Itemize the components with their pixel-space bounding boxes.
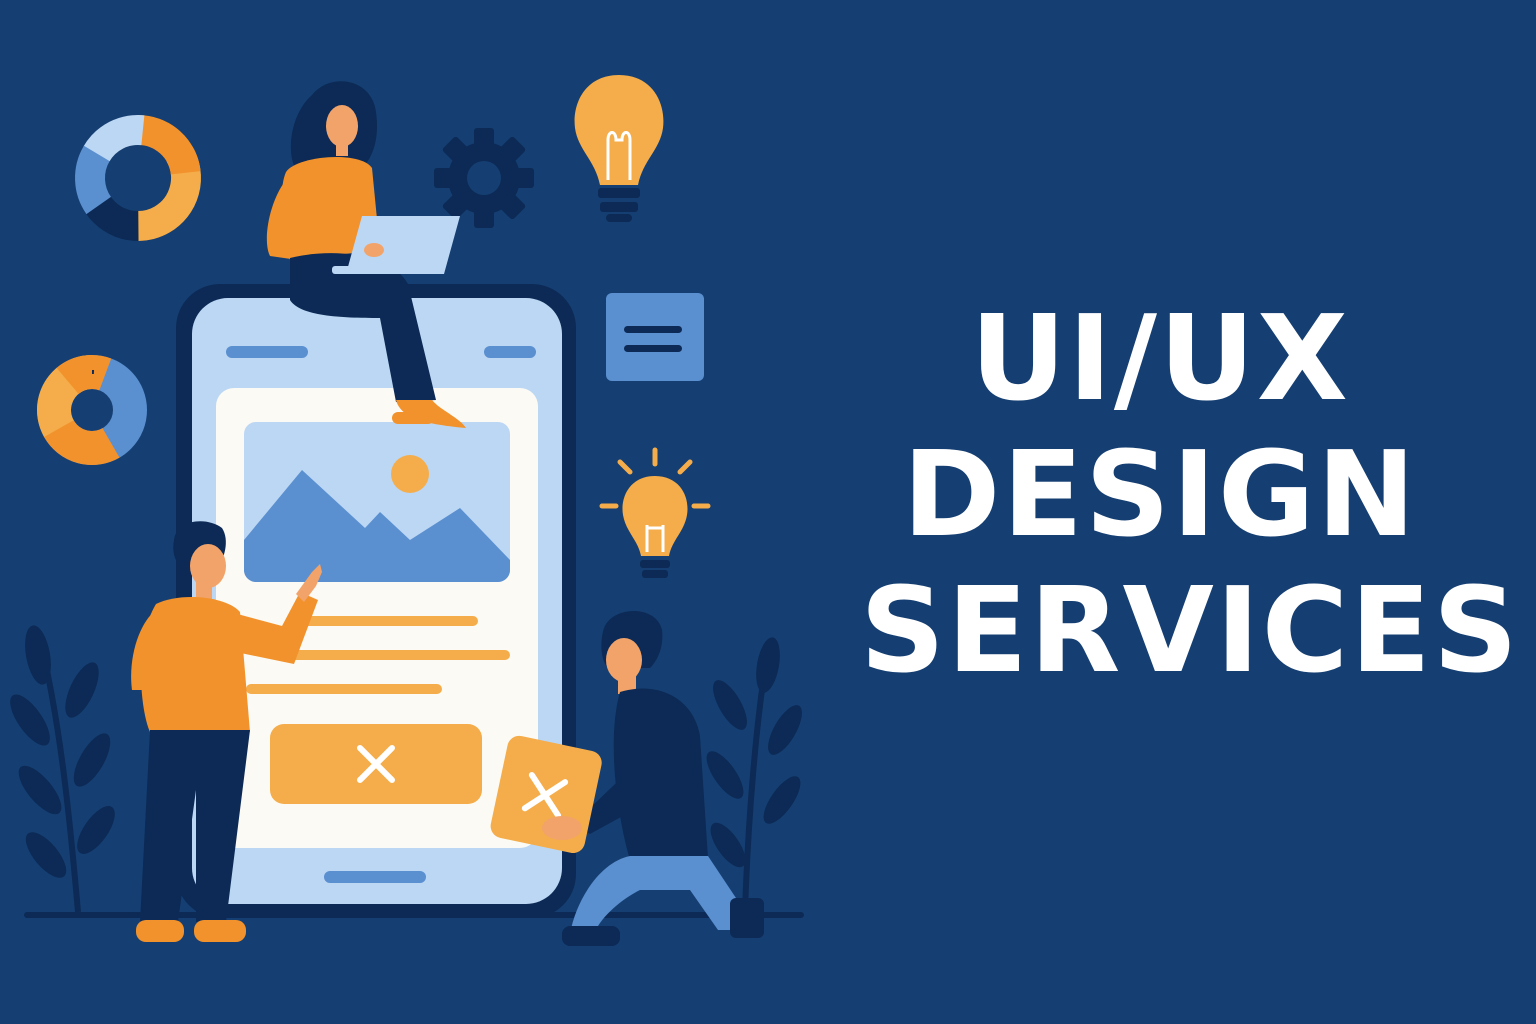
headline: UI/UX DESIGN SERVICES [860, 289, 1520, 699]
image-icon [244, 422, 510, 582]
text-line [246, 684, 442, 694]
plant-right-icon [706, 637, 802, 913]
phone-mockup [176, 284, 576, 918]
home-indicator [324, 871, 426, 883]
text-line [288, 650, 510, 660]
light-bulb-icon [574, 75, 664, 222]
hamburger-menu-icon [606, 293, 704, 381]
phone-status-bar [226, 346, 308, 358]
close-icon [357, 745, 395, 783]
gear-icon [434, 128, 534, 228]
woman-with-laptop [266, 81, 466, 428]
headline-line-3: SERVICES [860, 561, 1520, 699]
light-bulb-icon [599, 447, 711, 578]
headline-line-2: DESIGN [902, 425, 1418, 563]
man-pointing [131, 521, 322, 942]
close-icon [521, 772, 569, 819]
cta-button[interactable] [270, 724, 482, 804]
man-kneeling [490, 611, 764, 946]
plant-left-icon [10, 625, 115, 913]
donut-chart-icon [36, 355, 147, 465]
headline-line-1: UI/UX [970, 289, 1350, 427]
illustration [10, 75, 804, 946]
text-line [300, 616, 478, 626]
donut-chart-icon [75, 115, 201, 241]
